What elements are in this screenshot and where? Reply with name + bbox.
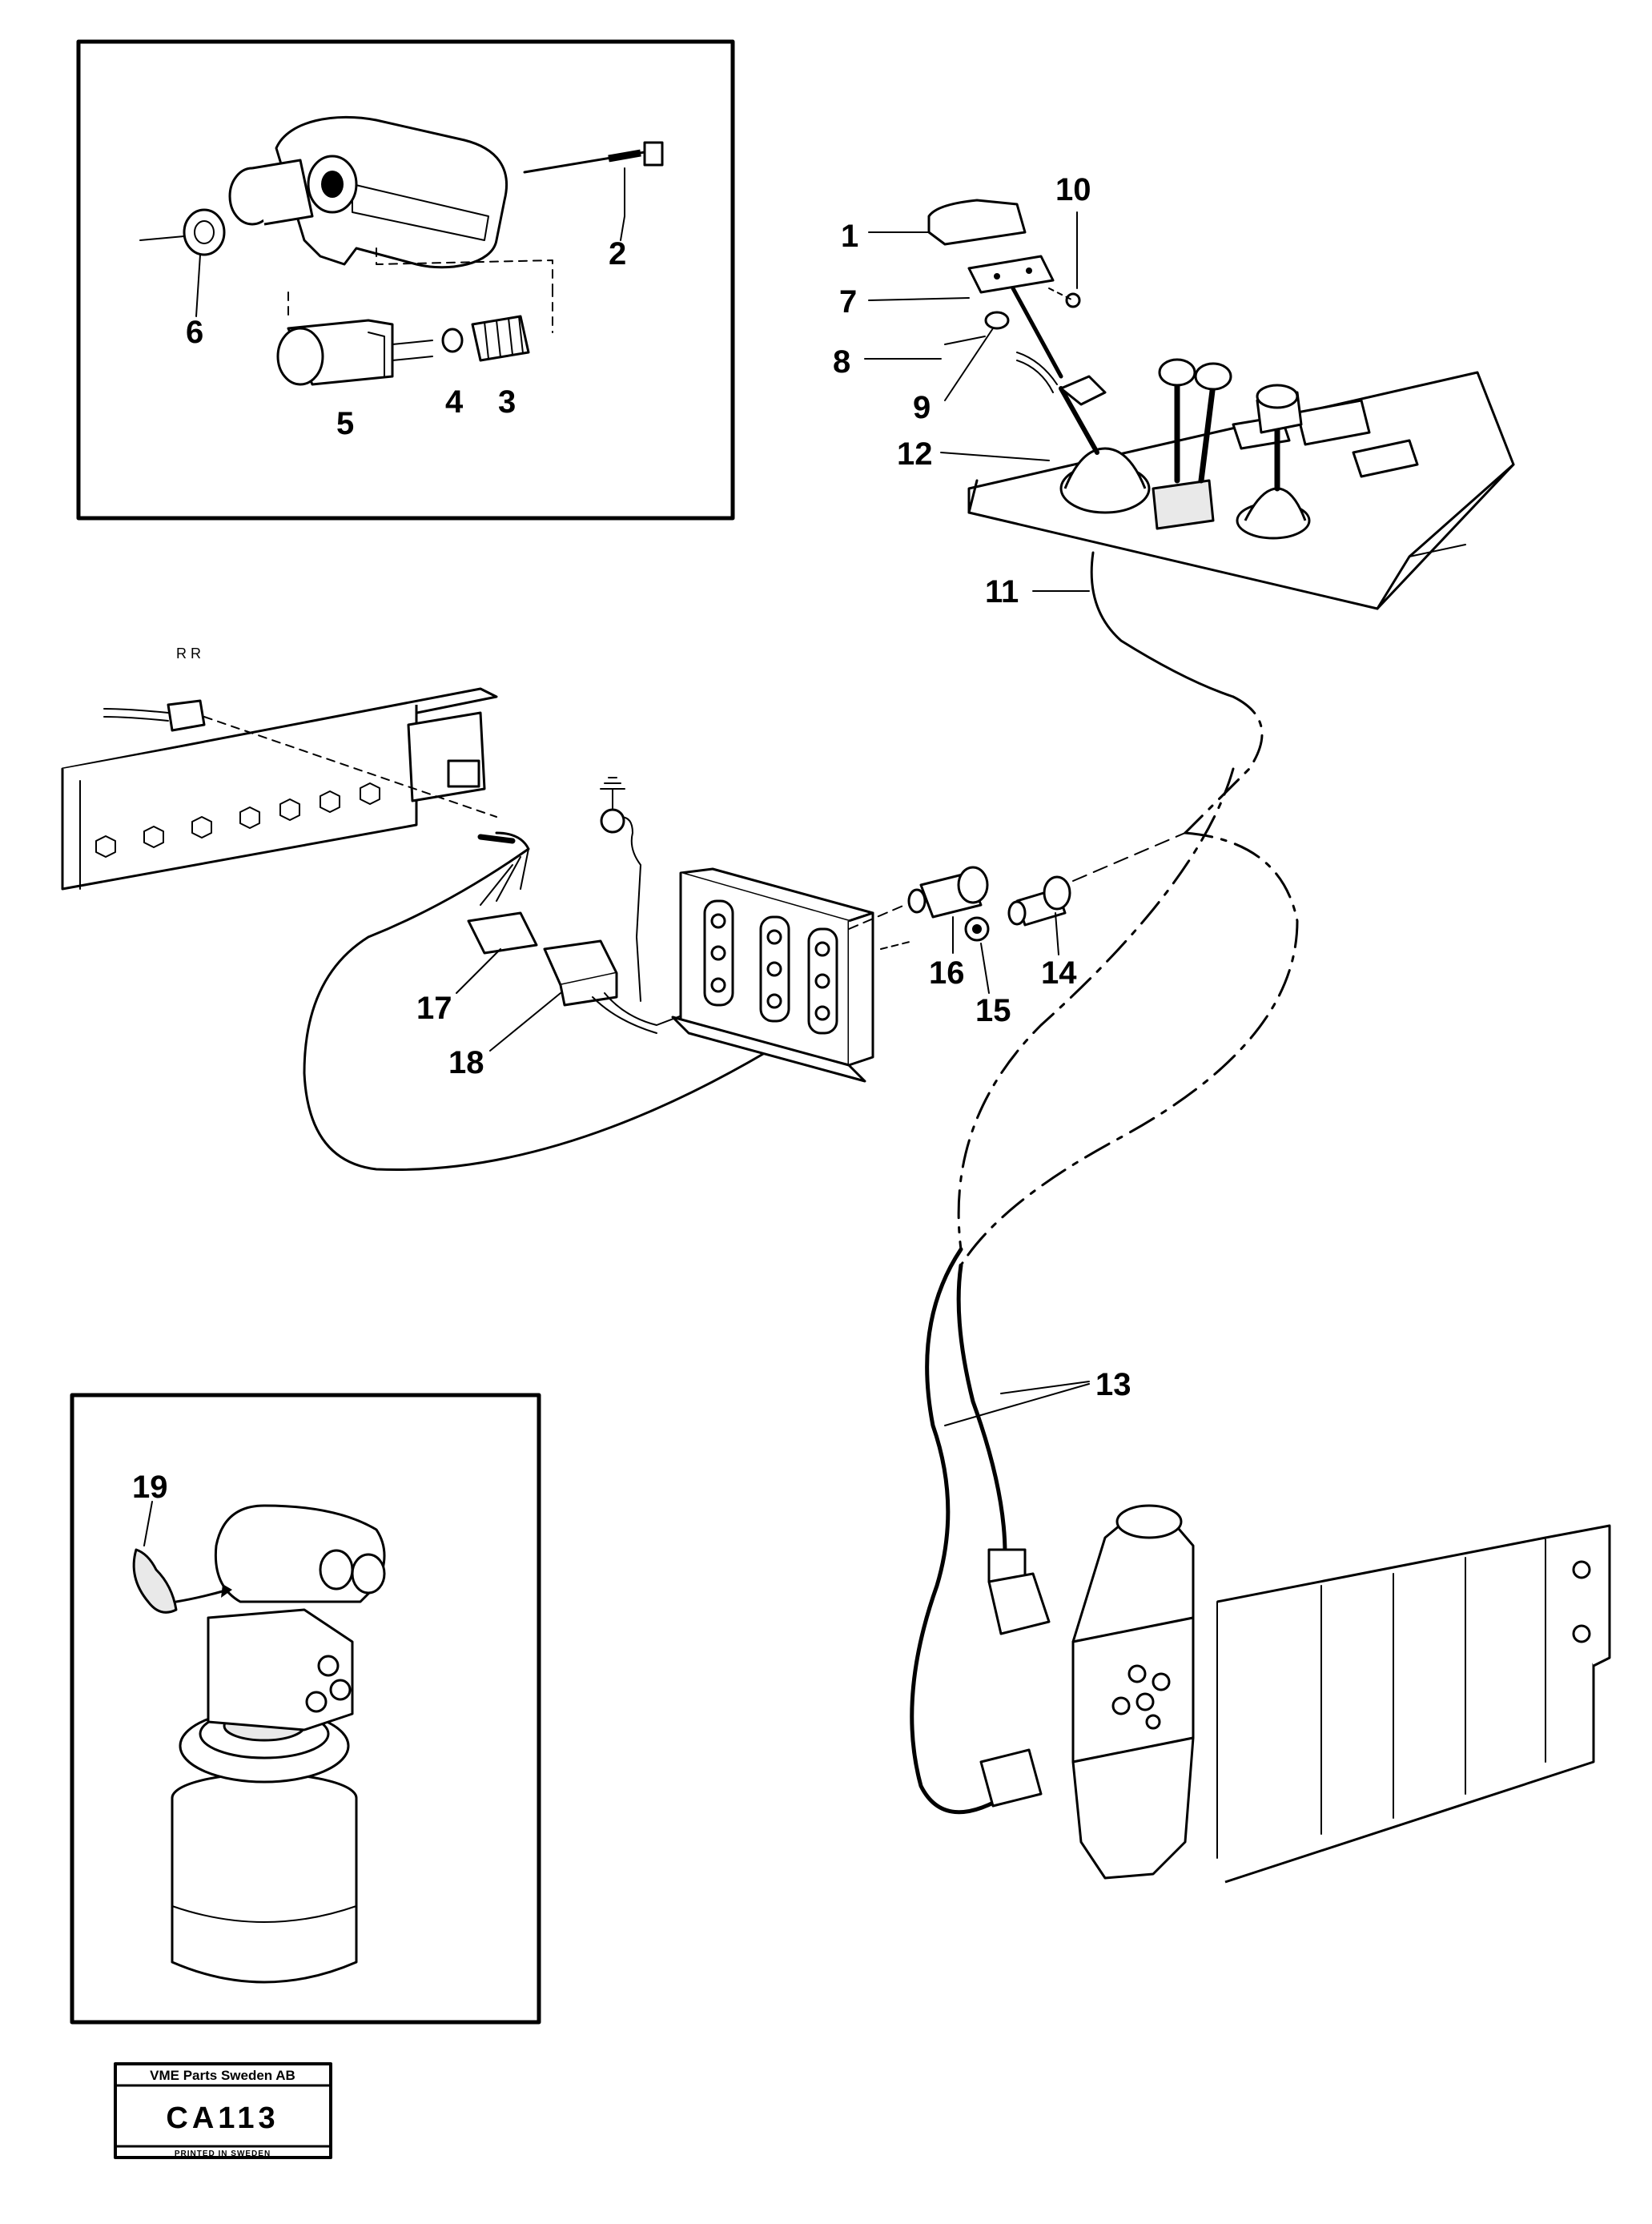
stamp-code: CA113 [166,2101,279,2135]
fittings: 16 15 14 [848,832,1186,1028]
callout-17: 17 [416,991,452,1026]
callout-13: 13 [1095,1367,1131,1402]
callout-4: 4 [445,384,464,420]
callout-12: 12 [897,436,933,472]
inset-switch-housing: 6 2 5 4 3 [76,39,735,521]
control-panel: 1 7 8 9 10 12 11 [833,172,1515,610]
callout-18: 18 [448,1045,484,1080]
callout-1: 1 [841,219,858,254]
wiring-harness: 17 18 [303,777,826,1172]
valve-assembly [1071,1504,1611,1884]
title-stamp: VME Parts Sweden AB CA113 PRINTED IN SWE… [114,2062,332,2159]
callout-2: 2 [609,236,626,271]
callout-15: 15 [975,993,1011,1028]
callout-5: 5 [336,406,354,441]
callout-10: 10 [1055,172,1091,207]
callout-3: 3 [498,384,516,420]
inset-lever: 19 [70,1393,541,2025]
callout-14: 14 [1041,955,1077,991]
callout-11: 11 [985,574,1019,609]
stamp-company: VME Parts Sweden AB [150,2068,295,2083]
cable-13: 13 [910,1247,1131,1815]
callout-6: 6 [186,315,203,350]
callout-7: 7 [839,284,857,320]
connector-bar: R R [61,645,498,891]
stamp-printed: PRINTED IN SWEDEN [175,2150,271,2158]
callout-8: 8 [833,344,850,380]
wire-marking-label: R R [176,645,201,662]
callout-16: 16 [929,955,965,991]
junction-block [671,867,874,1083]
callout-9: 9 [913,390,931,425]
callout-19: 19 [132,1470,168,1505]
